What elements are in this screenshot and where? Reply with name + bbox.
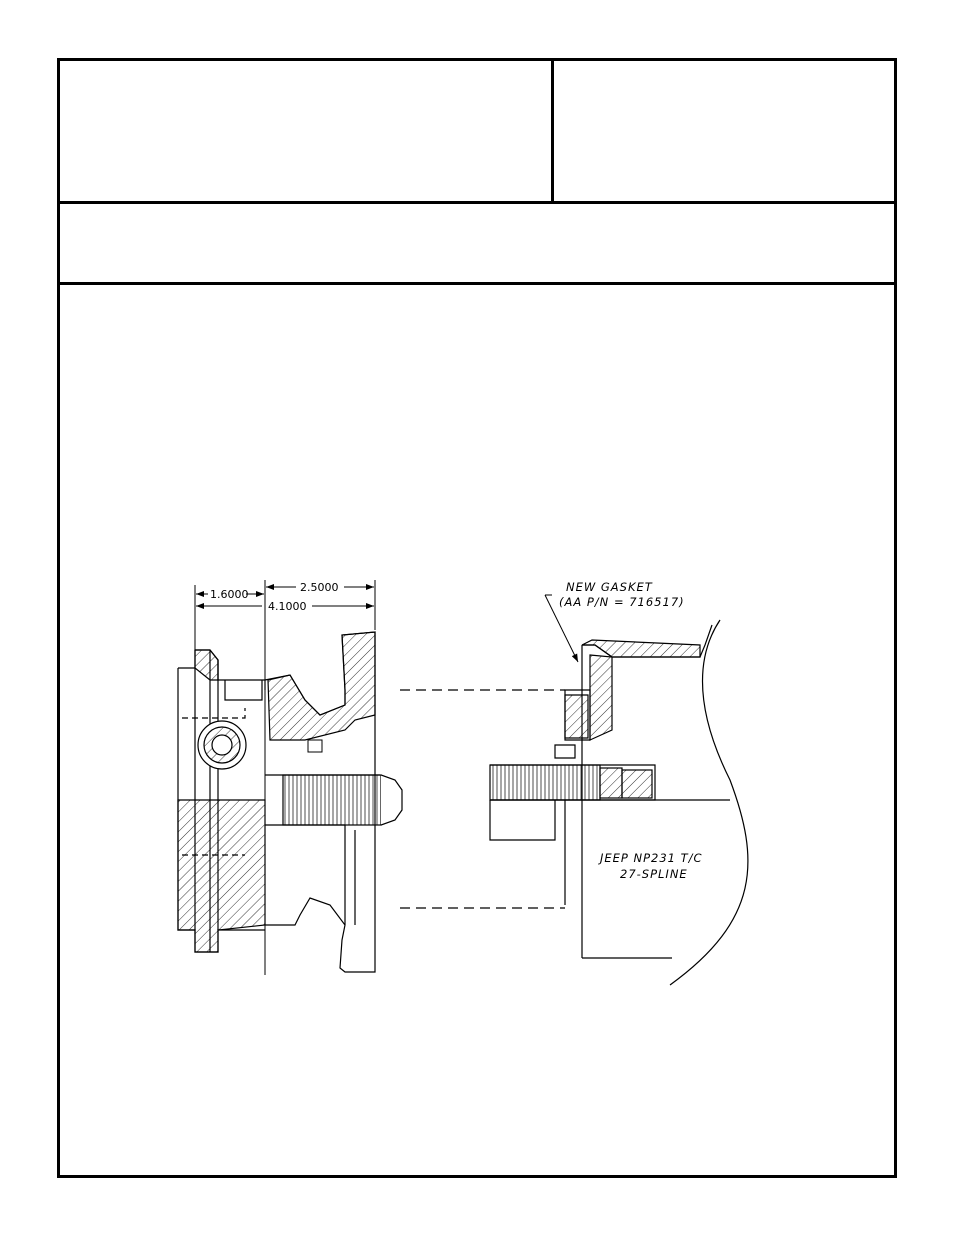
description-cell [57, 204, 897, 285]
info-cell [554, 58, 897, 204]
gasket-leader [544, 594, 579, 663]
dimension-overall-length: 4.1000 [268, 600, 307, 613]
gasket-callout-line1: NEW GASKET [566, 580, 653, 594]
transfer-case-sections [489, 639, 701, 801]
sheet-border [57, 58, 897, 1178]
transfer-case-label-line2: 27-SPLINE [620, 867, 688, 881]
alignment-lines [400, 689, 565, 909]
threaded-port [197, 720, 247, 770]
gasket-callout-line2: (AA P/N = 716517) [559, 595, 685, 609]
left-spline-shaft [282, 774, 403, 826]
title-cell [57, 58, 554, 204]
transfer-case [489, 619, 749, 986]
transfer-case-label-line1: JEEP NP231 T/C [598, 851, 703, 865]
snap-ring-detail [307, 739, 323, 753]
hatched-sections [177, 631, 376, 953]
dimension-spline-length: 2.5000 [300, 581, 339, 594]
dimension-flange-depth: 1.6000 [210, 588, 249, 601]
